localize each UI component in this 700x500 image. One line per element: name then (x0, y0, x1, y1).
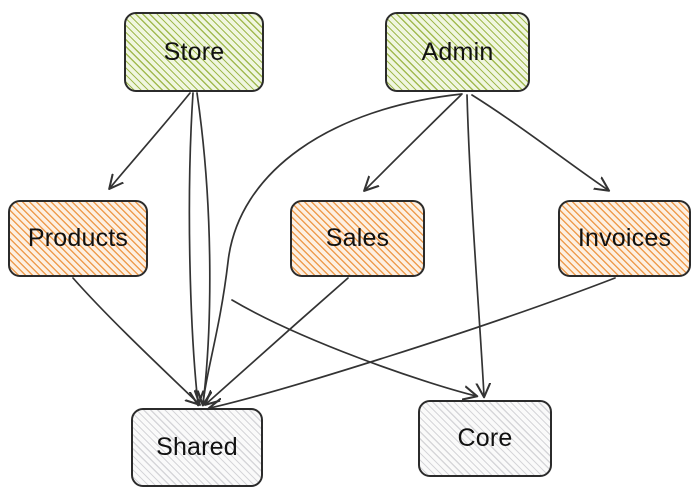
node-label-sales: Sales (325, 224, 390, 252)
edge-sales-core (231, 299, 476, 396)
edge-admin-invoices (471, 94, 608, 190)
edge-admin-core (466, 94, 484, 396)
node-admin[interactable]: Admin (385, 12, 530, 92)
edge-products-shared (72, 277, 199, 404)
edge-invoices-shared (210, 277, 616, 408)
node-label-core: Core (457, 424, 513, 452)
node-sales[interactable]: Sales (290, 200, 425, 277)
node-label-store: Store (163, 37, 225, 66)
node-invoices[interactable]: Invoices (558, 200, 691, 277)
node-label-admin: Admin (421, 37, 494, 66)
edge-admin-sales (365, 94, 462, 190)
edge-admin-shared (203, 93, 463, 404)
node-core[interactable]: Core (418, 400, 552, 477)
node-products[interactable]: Products (8, 200, 148, 277)
edge-store-shared-a (188, 92, 198, 404)
node-shared[interactable]: Shared (131, 408, 263, 487)
node-label-shared: Shared (156, 433, 238, 461)
node-store[interactable]: Store (124, 12, 264, 92)
node-label-products: Products (27, 224, 129, 252)
edge-store-shared-b (196, 92, 210, 404)
edge-sales-shared (206, 277, 349, 404)
node-label-invoices: Invoices (577, 224, 672, 252)
edge-store-products (110, 92, 191, 188)
